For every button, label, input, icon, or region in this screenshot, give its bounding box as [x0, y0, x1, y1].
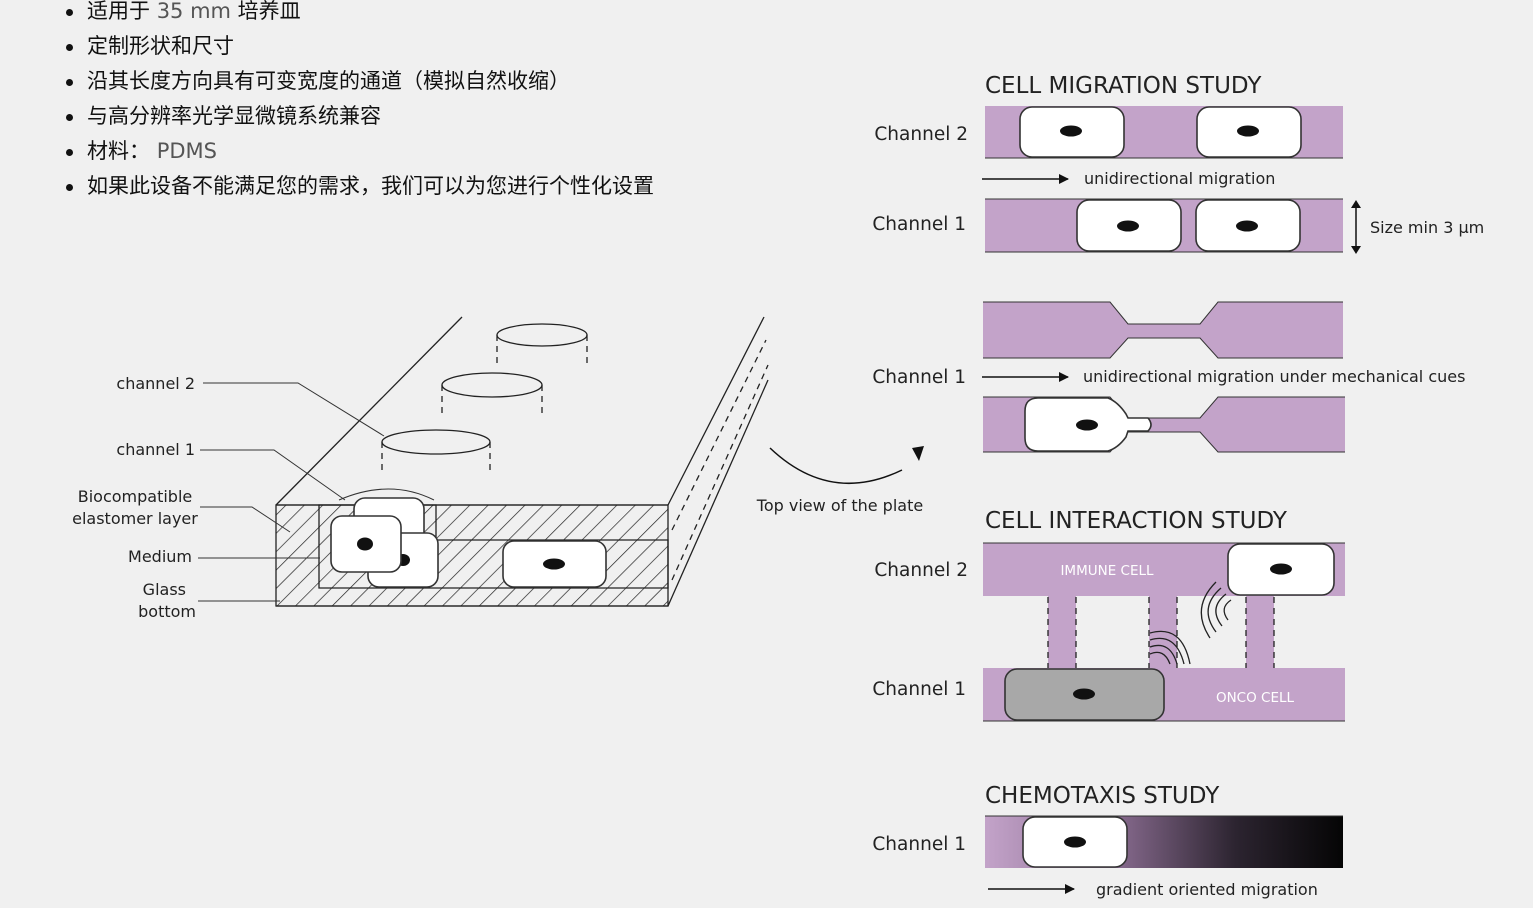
migration-title: CELL MIGRATION STUDY: [985, 73, 1262, 99]
interaction-channel-2-label: Channel 2: [874, 560, 968, 581]
label-glass: Glass: [143, 580, 186, 599]
plate-illustration: channel 2 channel 1 Biocompatible elasto…: [72, 316, 924, 621]
connector-channel: [1048, 595, 1076, 670]
interaction-channel-1-label: Channel 1: [872, 679, 966, 700]
label-bottom: bottom: [138, 602, 196, 621]
feature-list: 适用于 35 mm 培养皿 定制形状和尺寸 沿其长度方向具有可变宽度的通道（模拟…: [64, 0, 654, 204]
onco-cell-label: ONCO CELL: [1216, 690, 1295, 706]
migration-channel-1-label: Channel 1: [872, 214, 966, 235]
constricted-channel-top: [983, 302, 1343, 358]
label-biocompatible: Biocompatible: [78, 487, 193, 506]
label-channel-1: channel 1: [116, 440, 195, 459]
mechanical-cues-study: Channel 1 unidirectional migration under…: [872, 301, 1465, 453]
feature-item: 与高分辨率光学显微镜系统兼容: [64, 99, 654, 134]
feature-item: 定制形状和尺寸: [64, 29, 654, 64]
mechanical-arrow-label: unidirectional migration under mechanica…: [1083, 367, 1465, 386]
mechanical-channel-1-label: Channel 1: [872, 367, 966, 388]
cell-interaction-study: CELL INTERACTION STUDY Channel 2 Channel…: [872, 508, 1345, 722]
feature-item: 适用于 35 mm 培养皿: [64, 0, 654, 29]
immune-cell-label: IMMUNE CELL: [1060, 563, 1154, 579]
migration-arrow-label: unidirectional migration: [1084, 169, 1275, 188]
feature-text: 如果此设备不能满足您的需求，我们可以为您进行个性化设置: [87, 174, 654, 198]
top-view-arrow: [769, 447, 903, 485]
feature-item: 如果此设备不能满足您的需求，我们可以为您进行个性化设置: [64, 169, 654, 204]
label-medium: Medium: [128, 547, 192, 566]
label-channel-2: channel 2: [116, 374, 195, 393]
feature-text: 沿其长度方向具有可变宽度的通道（模拟自然收缩）: [87, 69, 570, 93]
chemotaxis-channel-1-label: Channel 1: [872, 834, 966, 855]
feature-text: 适用于: [87, 0, 157, 23]
feature-highlight: 35 mm: [156, 0, 231, 23]
cell-migration-study: CELL MIGRATION STUDY Channel 2 unidirect…: [872, 73, 1484, 254]
well-2: [441, 372, 543, 418]
migration-channel-2-label: Channel 2: [874, 124, 968, 145]
feature-text: 材料：: [87, 139, 157, 163]
connector-channel: [1246, 595, 1274, 670]
well-1: [381, 429, 491, 474]
feature-text: 与高分辨率光学显微镜系统兼容: [87, 104, 381, 128]
label-elastomer-layer: elastomer layer: [72, 509, 198, 528]
signal-waves-onco: [1149, 630, 1191, 665]
size-label: Size min 3 µm: [1370, 218, 1484, 237]
chemotaxis-title: CHEMOTAXIS STUDY: [985, 783, 1220, 809]
feature-highlight: PDMS: [156, 139, 217, 163]
feature-text-tail: 培养皿: [231, 0, 301, 23]
chemotaxis-study: CHEMOTAXIS STUDY Channel 1 gradient orie…: [872, 783, 1343, 899]
feature-item: 沿其长度方向具有可变宽度的通道（模拟自然收缩）: [64, 64, 654, 99]
well-3: [496, 323, 588, 365]
interaction-title: CELL INTERACTION STUDY: [985, 508, 1288, 534]
feature-text: 定制形状和尺寸: [87, 34, 234, 58]
label-top-view: Top view of the plate: [756, 496, 923, 515]
feature-item: 材料： PDMS: [64, 134, 654, 169]
signal-waves-immune: [1200, 581, 1232, 639]
chemotaxis-arrow-label: gradient oriented migration: [1096, 880, 1318, 899]
